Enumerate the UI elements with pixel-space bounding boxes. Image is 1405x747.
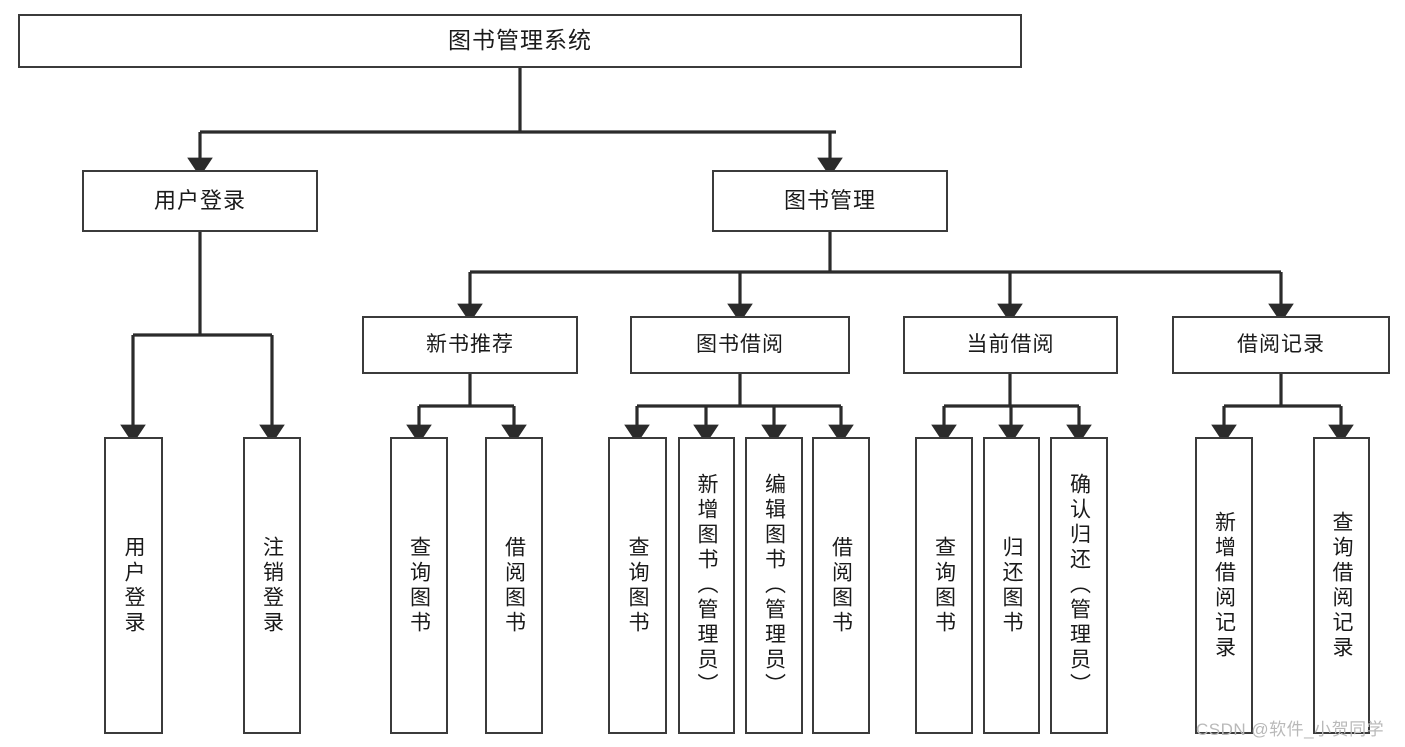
node-borrow-record-label: 借阅记录 xyxy=(1237,333,1325,357)
node-leaf-borrow-book-2-label: 借阅图书 xyxy=(829,535,853,636)
node-borrow-record[interactable]: 借阅记录 xyxy=(1172,316,1390,374)
node-leaf-query-book-3-label: 查询图书 xyxy=(932,535,956,636)
node-leaf-query-record-label: 查询借阅记录 xyxy=(1330,510,1353,661)
node-root-label: 图书管理系统 xyxy=(448,27,592,54)
node-leaf-user-login-label: 用户登录 xyxy=(122,535,145,636)
node-user-login[interactable]: 用户登录 xyxy=(82,170,318,232)
node-leaf-query-record[interactable]: 查询借阅记录 xyxy=(1313,437,1370,734)
node-book-management[interactable]: 图书管理 xyxy=(712,170,948,232)
node-leaf-add-book-label: 新增图书（管理员） xyxy=(695,473,718,698)
node-leaf-query-book-1-label: 查询图书 xyxy=(407,535,431,636)
node-book-borrow[interactable]: 图书借阅 xyxy=(630,316,850,374)
csdn-watermark: CSDN @软件_小贺同学 xyxy=(1196,720,1385,739)
node-leaf-add-record-label: 新增借阅记录 xyxy=(1212,510,1236,661)
node-leaf-add-record[interactable]: 新增借阅记录 xyxy=(1195,437,1253,734)
node-leaf-confirm-return-label: 确认归还（管理员） xyxy=(1067,473,1091,698)
node-leaf-edit-book[interactable]: 编辑图书（管理员） xyxy=(745,437,803,734)
node-leaf-user-logout-label: 注销登录 xyxy=(260,535,284,636)
node-book-borrow-label: 图书借阅 xyxy=(696,333,784,357)
node-current-borrow[interactable]: 当前借阅 xyxy=(903,316,1118,374)
node-user-login-label: 用户登录 xyxy=(153,187,246,213)
node-root[interactable]: 图书管理系统 xyxy=(18,14,1022,68)
node-leaf-user-login[interactable]: 用户登录 xyxy=(104,437,163,734)
node-leaf-user-logout[interactable]: 注销登录 xyxy=(243,437,301,734)
node-new-book-recommend[interactable]: 新书推荐 xyxy=(362,316,578,374)
node-leaf-borrow-book-1-label: 借阅图书 xyxy=(502,535,526,636)
node-new-book-recommend-label: 新书推荐 xyxy=(426,333,514,357)
node-leaf-query-book-2[interactable]: 查询图书 xyxy=(608,437,667,734)
node-leaf-query-book-2-label: 查询图书 xyxy=(626,535,649,636)
node-leaf-add-book[interactable]: 新增图书（管理员） xyxy=(678,437,735,734)
node-leaf-borrow-book-1[interactable]: 借阅图书 xyxy=(485,437,543,734)
node-leaf-confirm-return[interactable]: 确认归还（管理员） xyxy=(1050,437,1108,734)
node-leaf-query-book-3[interactable]: 查询图书 xyxy=(915,437,973,734)
node-current-borrow-label: 当前借阅 xyxy=(966,333,1055,357)
node-leaf-query-book-1[interactable]: 查询图书 xyxy=(390,437,448,734)
node-leaf-return-book-label: 归还图书 xyxy=(1000,535,1023,636)
node-leaf-edit-book-label: 编辑图书（管理员） xyxy=(762,473,786,698)
node-leaf-return-book[interactable]: 归还图书 xyxy=(983,437,1040,734)
node-leaf-borrow-book-2[interactable]: 借阅图书 xyxy=(812,437,870,734)
node-book-management-label: 图书管理 xyxy=(783,187,876,213)
